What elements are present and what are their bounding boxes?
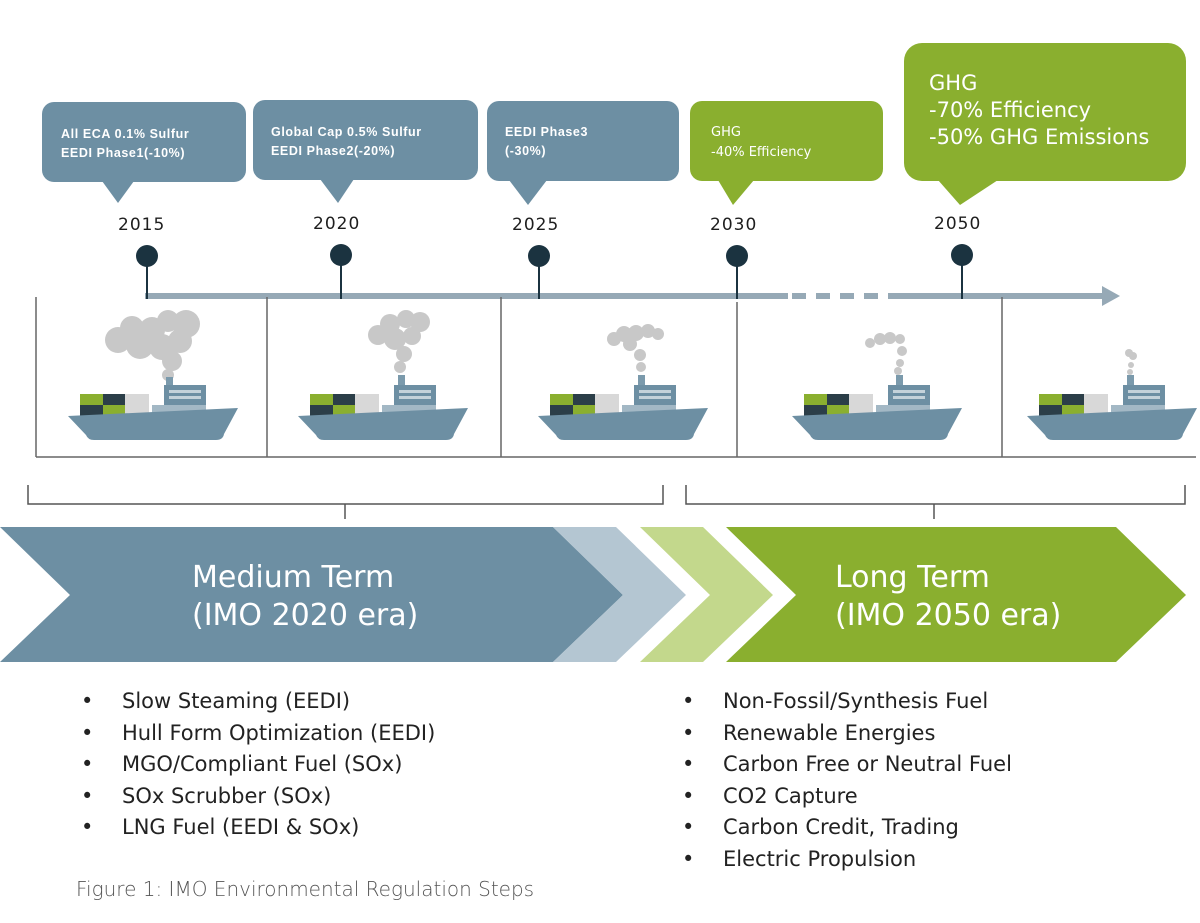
- measure-text: Carbon Credit, Trading: [723, 815, 959, 839]
- list-item: • Carbon Free or Neutral Fuel: [677, 749, 1012, 781]
- callout-line: EEDI Phase3: [505, 125, 589, 139]
- long-term-measures: • Non-Fossil/Synthesis Fuel • Renewable En…: [677, 686, 1012, 875]
- list-item: • SOx Scrubber (SOx): [76, 781, 435, 813]
- year-label: 2030: [710, 215, 758, 235]
- bullet: •: [682, 689, 695, 713]
- chevron-transition-green: [640, 527, 773, 662]
- list-item: • Hull Form Optimization (EEDI): [76, 718, 435, 750]
- medium-term-title: Medium Term (IMO 2020 era): [192, 559, 418, 635]
- measure-text: Slow Steaming (EEDI): [122, 689, 351, 713]
- bullet: •: [682, 783, 695, 808]
- smoke-2050: [1125, 349, 1137, 375]
- callout-text-2025: EEDI Phase3 (-30%): [505, 123, 588, 161]
- callout-2015: [42, 102, 246, 203]
- callout-line: -70% Efficiency: [929, 98, 1092, 122]
- chevron-medium-term: [0, 527, 623, 662]
- list-item: • Carbon Credit, Trading: [677, 812, 1012, 844]
- year-label: 2015: [118, 215, 166, 235]
- chevron-long-term: [726, 527, 1186, 662]
- callout-2030: [690, 101, 883, 205]
- callout-line: All ECA 0.1% Sulfur: [61, 127, 190, 141]
- bullet: •: [682, 815, 695, 839]
- bracket-medium: [27, 485, 664, 519]
- ship-2020: [298, 310, 468, 440]
- callout-line: GHG: [929, 71, 978, 95]
- callout-line: EEDI Phase2(-20%): [271, 144, 396, 158]
- measure-text: Hull Form Optimization (EEDI): [122, 720, 436, 745]
- bullet: •: [81, 752, 94, 776]
- callout-line: EEDI Phase1(-10%): [61, 146, 186, 160]
- callout-line: -40% Efficiency: [711, 145, 812, 160]
- list-item: • Slow Steaming (EEDI): [76, 686, 435, 718]
- long-term-heading: Long Term: [835, 560, 990, 595]
- callout-2020: [253, 100, 478, 203]
- measure-text: Carbon Free or Neutral Fuel: [723, 752, 1012, 776]
- measure-text: Electric Propulsion: [723, 846, 917, 871]
- list-item: • Electric Propulsion: [677, 844, 1012, 876]
- bullet: •: [81, 815, 94, 839]
- measure-text: Non-Fossil/Synthesis Fuel: [723, 689, 989, 713]
- callout-line: GHG: [711, 125, 741, 140]
- medium-term-era: (IMO 2020 era): [192, 598, 419, 633]
- list-item: • LNG Fuel (EEDI & SOx): [76, 812, 435, 844]
- callout-line: -50% GHG Emissions: [929, 125, 1150, 149]
- callout-line: Global Cap 0.5% Sulfur: [271, 125, 422, 139]
- smoke-2025: [607, 324, 664, 372]
- bullet: •: [81, 689, 94, 713]
- bullet: •: [81, 783, 94, 808]
- ship-2050: [1027, 349, 1197, 440]
- pin-2015: [136, 245, 158, 299]
- measure-text: Renewable Energies: [723, 720, 936, 745]
- pin-2050: [951, 244, 973, 299]
- pin-2030: [726, 245, 748, 299]
- ship-2025: [538, 324, 708, 440]
- long-term-era: (IMO 2050 era): [835, 598, 1062, 633]
- medium-term-heading: Medium Term: [192, 560, 395, 595]
- measure-text: SOx Scrubber (SOx): [122, 783, 332, 808]
- list-item: • MGO/Compliant Fuel (SOx): [76, 749, 435, 781]
- smoke-2030: [865, 332, 907, 375]
- measure-text: CO2 Capture: [723, 783, 858, 808]
- medium-term-measures: • Slow Steaming (EEDI) • Hull Form Optimiz…: [76, 686, 435, 844]
- year-label: 2025: [512, 215, 560, 235]
- callout-text-2050: GHG -70% Efficiency -50% GHG Emissions: [929, 70, 1149, 151]
- smoke-2020: [368, 310, 430, 373]
- frame-lines: [35, 297, 1196, 458]
- measure-text: LNG Fuel (EEDI & SOx): [122, 815, 360, 839]
- callout-2050: [904, 43, 1186, 205]
- pin-2020: [330, 244, 352, 299]
- ship-2030: [792, 332, 962, 440]
- list-item: • Renewable Energies: [677, 718, 1012, 750]
- callout-line: (-30%): [505, 144, 547, 158]
- bullet: •: [81, 720, 94, 745]
- year-label: 2050: [934, 214, 982, 234]
- ship-2015: [68, 310, 238, 440]
- callout-2025: [487, 101, 679, 205]
- pin-2025: [528, 245, 550, 299]
- bracket-long: [685, 485, 1186, 519]
- list-item: • CO2 Capture: [677, 781, 1012, 813]
- callout-text-2015: All ECA 0.1% Sulfur EEDI Phase1(-10%): [61, 125, 189, 163]
- measure-text: MGO/Compliant Fuel (SOx): [122, 752, 403, 776]
- bullet: •: [682, 720, 695, 745]
- chevron-transition-slate: [553, 527, 686, 662]
- smoke-2015: [105, 310, 200, 381]
- year-label: 2020: [313, 214, 361, 234]
- bullet: •: [682, 846, 695, 871]
- figure-caption: Figure 1: IMO Environmental Regulation S…: [76, 877, 535, 901]
- callout-text-2030: GHG -40% Efficiency: [711, 123, 811, 163]
- bullet: •: [682, 752, 695, 776]
- long-term-title: Long Term (IMO 2050 era): [835, 559, 1061, 635]
- callout-text-2020: Global Cap 0.5% Sulfur EEDI Phase2(-20%): [271, 123, 422, 161]
- timeline-arrow: [145, 286, 1120, 306]
- list-item: • Non-Fossil/Synthesis Fuel: [677, 686, 1012, 718]
